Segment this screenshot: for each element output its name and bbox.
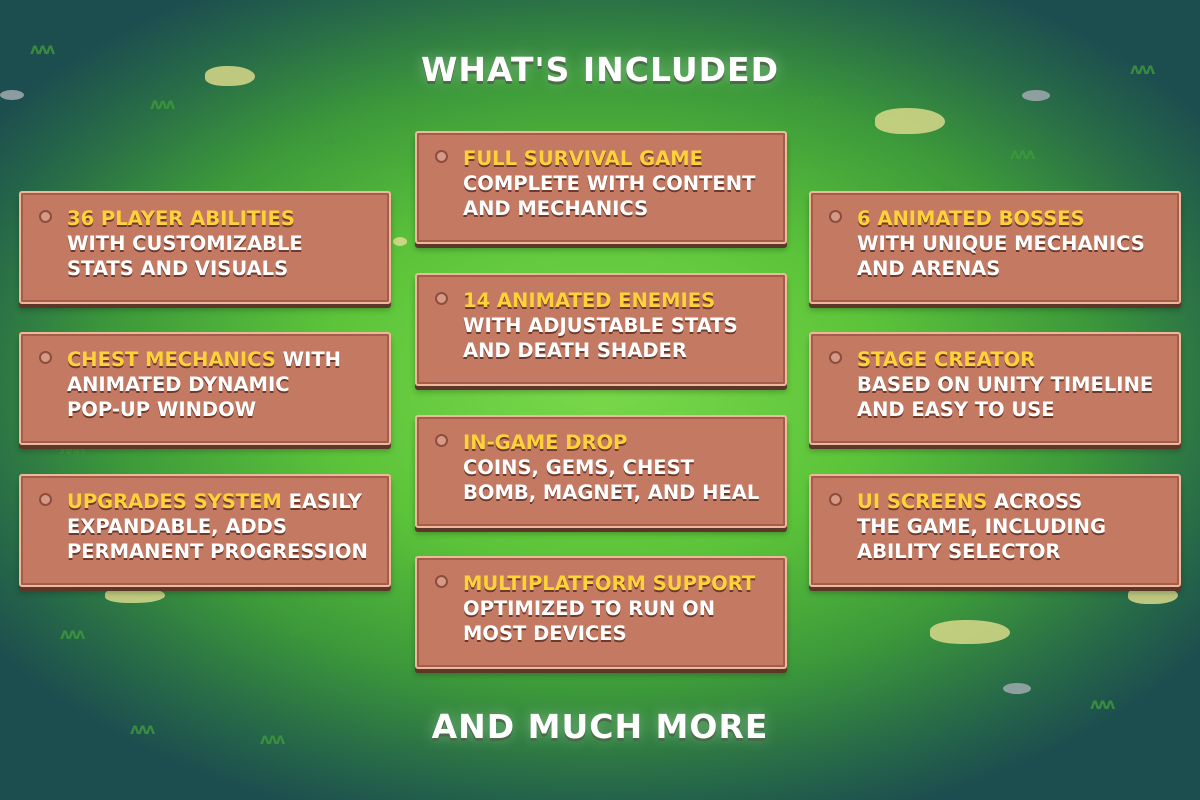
feature-text: ACROSS xyxy=(987,490,1083,513)
bullet-icon xyxy=(435,434,448,447)
feature-text: BOMB, MAGNET, AND HEAL xyxy=(463,481,760,504)
bullet-icon xyxy=(39,210,52,223)
feature-card-full-survival-game: FULL SURVIVAL GAME COMPLETE WITH CONTENT… xyxy=(415,131,787,244)
feature-highlight: MULTIPLATFORM SUPPORT xyxy=(463,572,756,595)
bullet-icon xyxy=(39,351,52,364)
feature-text: EXPANDABLE, ADDS xyxy=(67,515,287,538)
feature-card-upgrades-system: UPGRADES SYSTEM EASILY EXPANDABLE, ADDS … xyxy=(19,474,391,587)
feature-text: ABILITY SELECTOR xyxy=(857,540,1061,563)
bullet-icon xyxy=(435,575,448,588)
feature-text: STATS AND VISUALS xyxy=(67,257,289,280)
feature-card-multiplatform-support: MULTIPLATFORM SUPPORT OPTIMIZED TO RUN O… xyxy=(415,556,787,669)
feature-card-ui-screens: UI SCREENS ACROSS THE GAME, INCLUDING AB… xyxy=(809,474,1181,587)
feature-text: POP-UP WINDOW xyxy=(67,398,257,421)
feature-card-animated-bosses: 6 ANIMATED BOSSES WITH UNIQUE MECHANICS … xyxy=(809,191,1181,304)
feature-text: BASED ON UNITY TIMELINE xyxy=(857,373,1154,396)
feature-text: AND DEATH SHADER xyxy=(463,339,687,362)
feature-text: AND EASY TO USE xyxy=(857,398,1055,421)
feature-card-player-abilities: 36 PLAYER ABILITIES WITH CUSTOMIZABLE ST… xyxy=(19,191,391,304)
bullet-icon xyxy=(829,351,842,364)
feature-highlight: UI SCREENS xyxy=(857,490,988,513)
feature-highlight: CHEST MECHANICS xyxy=(67,348,276,371)
feature-text: ANIMATED DYNAMIC xyxy=(67,373,290,396)
feature-highlight: IN-GAME DROP xyxy=(463,431,628,454)
bullet-icon xyxy=(435,150,448,163)
feature-highlight: STAGE CREATOR xyxy=(857,348,1036,371)
feature-highlight: FULL SURVIVAL GAME xyxy=(463,147,703,170)
feature-highlight: 14 ANIMATED ENEMIES xyxy=(463,289,716,312)
feature-text: AND ARENAS xyxy=(857,257,1001,280)
footer-caption: AND MUCH MORE xyxy=(431,707,769,746)
feature-card-in-game-drop: IN-GAME DROP COINS, GEMS, CHEST BOMB, MA… xyxy=(415,415,787,528)
feature-text: MOST DEVICES xyxy=(463,622,627,645)
feature-text: WITH ADJUSTABLE STATS xyxy=(463,314,738,337)
bullet-icon xyxy=(39,493,52,506)
feature-highlight: UPGRADES SYSTEM xyxy=(67,490,282,513)
bullet-icon xyxy=(829,210,842,223)
feature-text: WITH CUSTOMIZABLE xyxy=(67,232,303,255)
feature-card-stage-creator: STAGE CREATOR BASED ON UNITY TIMELINE AN… xyxy=(809,332,1181,445)
feature-text: OPTIMIZED TO RUN ON xyxy=(463,597,716,620)
feature-text: EASILY xyxy=(281,490,362,513)
feature-text: WITH UNIQUE MECHANICS xyxy=(857,232,1145,255)
feature-text: COMPLETE WITH CONTENT xyxy=(463,172,756,195)
bullet-icon xyxy=(829,493,842,506)
page-title: WHAT'S INCLUDED xyxy=(421,50,779,89)
feature-text: WITH xyxy=(275,348,342,371)
feature-card-chest-mechanics: CHEST MECHANICS WITH ANIMATED DYNAMIC PO… xyxy=(19,332,391,445)
feature-text: COINS, GEMS, CHEST xyxy=(463,456,694,479)
bullet-icon xyxy=(435,292,448,305)
feature-card-animated-enemies: 14 ANIMATED ENEMIES WITH ADJUSTABLE STAT… xyxy=(415,273,787,386)
feature-text: THE GAME, INCLUDING xyxy=(857,515,1106,538)
feature-highlight: 36 PLAYER ABILITIES xyxy=(67,207,295,230)
feature-text: PERMANENT PROGRESSION xyxy=(67,540,368,563)
feature-highlight: 6 ANIMATED BOSSES xyxy=(857,207,1085,230)
feature-text: AND MECHANICS xyxy=(463,197,649,220)
